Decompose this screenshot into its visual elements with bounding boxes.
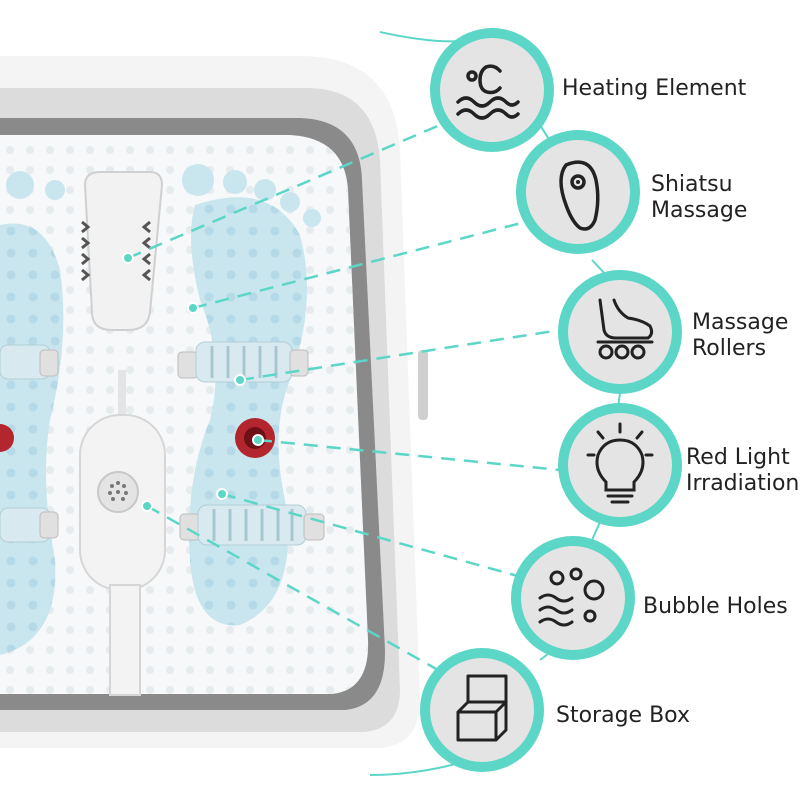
label-storage-box: Storage Box [556,703,690,728]
roller-bottom-left [0,507,59,543]
label-red-light-irradiation: Red Light Irradiation [686,445,800,496]
label-massage-rollers: Massage Rollers [692,310,789,361]
bubble-panel [79,370,166,696]
feature-storage [420,648,544,772]
callout-dots [122,252,264,512]
feature-shiatsu [516,130,640,254]
shiatsu-heater-bump [81,171,164,331]
roller-bottom-right [179,504,325,546]
heating-icon [456,64,520,120]
left-foot-pad [0,171,65,655]
roller-top-left [0,344,59,380]
label-bubble-holes: Bubble Holes [643,594,788,619]
feature-heating [430,28,554,152]
lightbulb-icon [586,422,654,504]
feature-bubbles [511,536,635,660]
shiatsu-icon [559,160,600,231]
foot-rollers-icon [596,298,654,360]
label-heating-element: Heating Element [562,76,747,101]
bubbles-icon [538,567,605,627]
roller-top-right [177,341,309,383]
callout-lines [127,123,561,672]
red-light-left [0,424,14,452]
label-shiatsu-massage: Shiatsu Massage [651,172,748,223]
storage-box-icon [456,674,508,742]
feature-red-light [558,403,682,527]
feature-rollers [558,270,682,394]
massage-rollers [0,341,325,546]
